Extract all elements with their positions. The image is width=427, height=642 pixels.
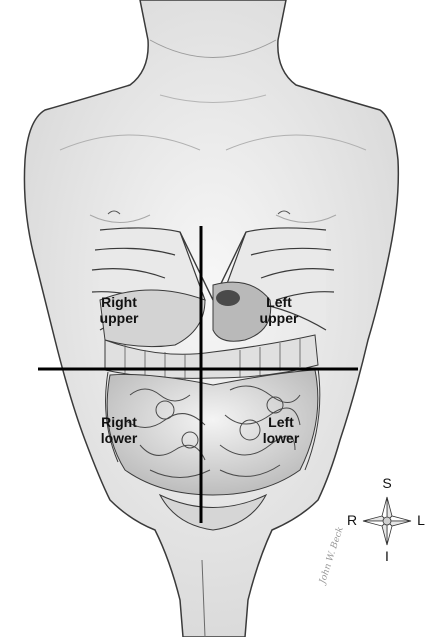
liver [99, 289, 206, 348]
label-left-lower-line1: Left [268, 414, 294, 430]
label-left-upper-line2: upper [259, 310, 299, 326]
small-intestine [106, 369, 319, 496]
pelvis-outline [158, 493, 268, 531]
label-left-upper-line1: Left [266, 294, 292, 310]
label-right-lower: Right lower [84, 414, 154, 446]
compass-rose-icon [362, 496, 412, 546]
label-right-lower-line2: lower [100, 430, 138, 446]
label-left-lower-line2: lower [262, 430, 300, 446]
label-left-lower: Left lower [246, 414, 316, 446]
label-right-upper-line1: Right [101, 294, 137, 310]
label-right-upper: Right upper [84, 294, 154, 326]
compass-left-label: L [417, 512, 425, 528]
torso-outline [23, 0, 400, 638]
right-nipple-icon [107, 210, 121, 215]
left-nipple-icon [277, 210, 291, 215]
compass-superior-label: S [382, 475, 392, 491]
compass-right-label: R [346, 512, 358, 528]
label-right-upper-line2: upper [99, 310, 139, 326]
label-right-lower-line1: Right [101, 414, 137, 430]
compass-inferior-label: I [385, 548, 389, 564]
label-left-upper: Left upper [244, 294, 314, 326]
